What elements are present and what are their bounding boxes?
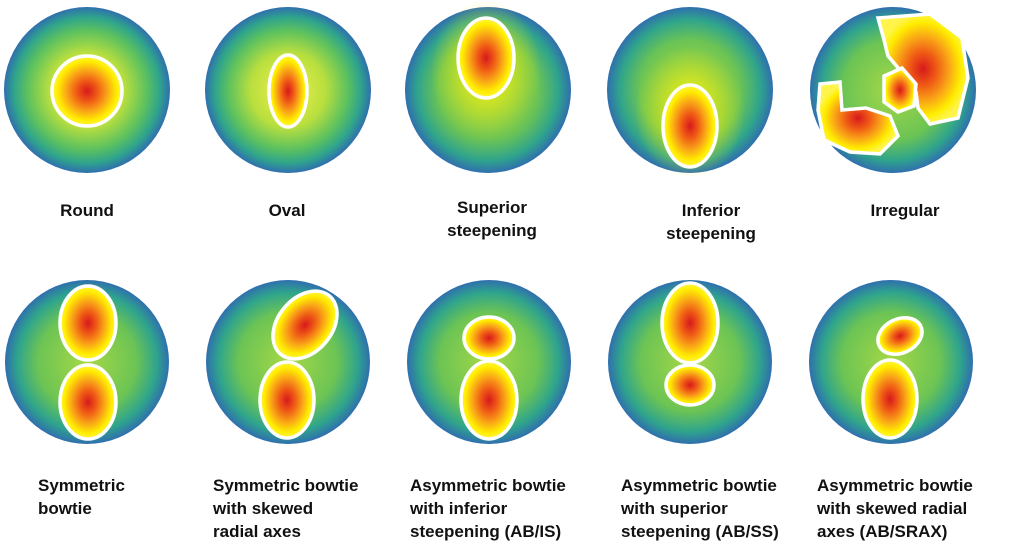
steep-zone-bottom-left — [816, 80, 901, 156]
lobe-inferior — [258, 360, 316, 440]
pattern-asymmetric-bowtie-superior — [608, 280, 772, 444]
pattern-symmetric-bowtie — [5, 280, 169, 444]
caption-asymmetric-bowtie-inferior: Asymmetric bowtie with inferior steepeni… — [410, 476, 566, 541]
caption-asymmetric-bowtie-skewed: Asymmetric bowtie with skewed radial axe… — [817, 476, 973, 541]
pattern-superior-steepening — [405, 0, 571, 173]
steep-zone-center — [882, 65, 918, 114]
caption-asymmetric-bowtie-superior: Asymmetric bowtie with superior steepeni… — [621, 476, 779, 541]
lobe-superior — [462, 315, 516, 361]
lobe-inferior — [58, 363, 118, 441]
pattern-inferior-steepening — [607, 7, 773, 178]
steep-zone — [661, 83, 719, 169]
caption-symmetric-bowtie-skewed: Symmetric bowtie with skewed radial axes — [213, 476, 359, 541]
steep-zone-top-right — [875, 12, 970, 126]
lobe-inferior — [861, 358, 919, 440]
pattern-round — [4, 7, 170, 173]
lobe-inferior — [459, 359, 519, 441]
caption-symmetric-bowtie: Symmetric bowtie — [38, 476, 125, 518]
steep-zone — [50, 54, 124, 128]
caption-oval: Oval — [268, 201, 306, 220]
steep-zone — [456, 16, 516, 100]
cornea-disc — [5, 280, 169, 444]
caption-round: Round — [60, 201, 114, 220]
lobe-inferior — [664, 363, 716, 407]
pattern-oval — [205, 7, 371, 173]
caption-superior-steepening: Superior steepening — [447, 198, 537, 240]
caption-irregular: Irregular — [870, 201, 940, 220]
lobe-superior — [58, 284, 118, 362]
pattern-irregular — [810, 7, 976, 173]
pattern-asymmetric-bowtie-inferior — [407, 280, 571, 444]
lobe-superior — [660, 281, 720, 365]
lobe-superior — [876, 316, 924, 356]
lobe-superior — [271, 289, 339, 361]
caption-inferior-steepening: Inferior steepening — [666, 201, 756, 243]
steep-zone — [267, 53, 309, 129]
pattern-asymmetric-bowtie-skewed — [809, 280, 973, 444]
pattern-symmetric-bowtie-skewed — [206, 280, 370, 444]
